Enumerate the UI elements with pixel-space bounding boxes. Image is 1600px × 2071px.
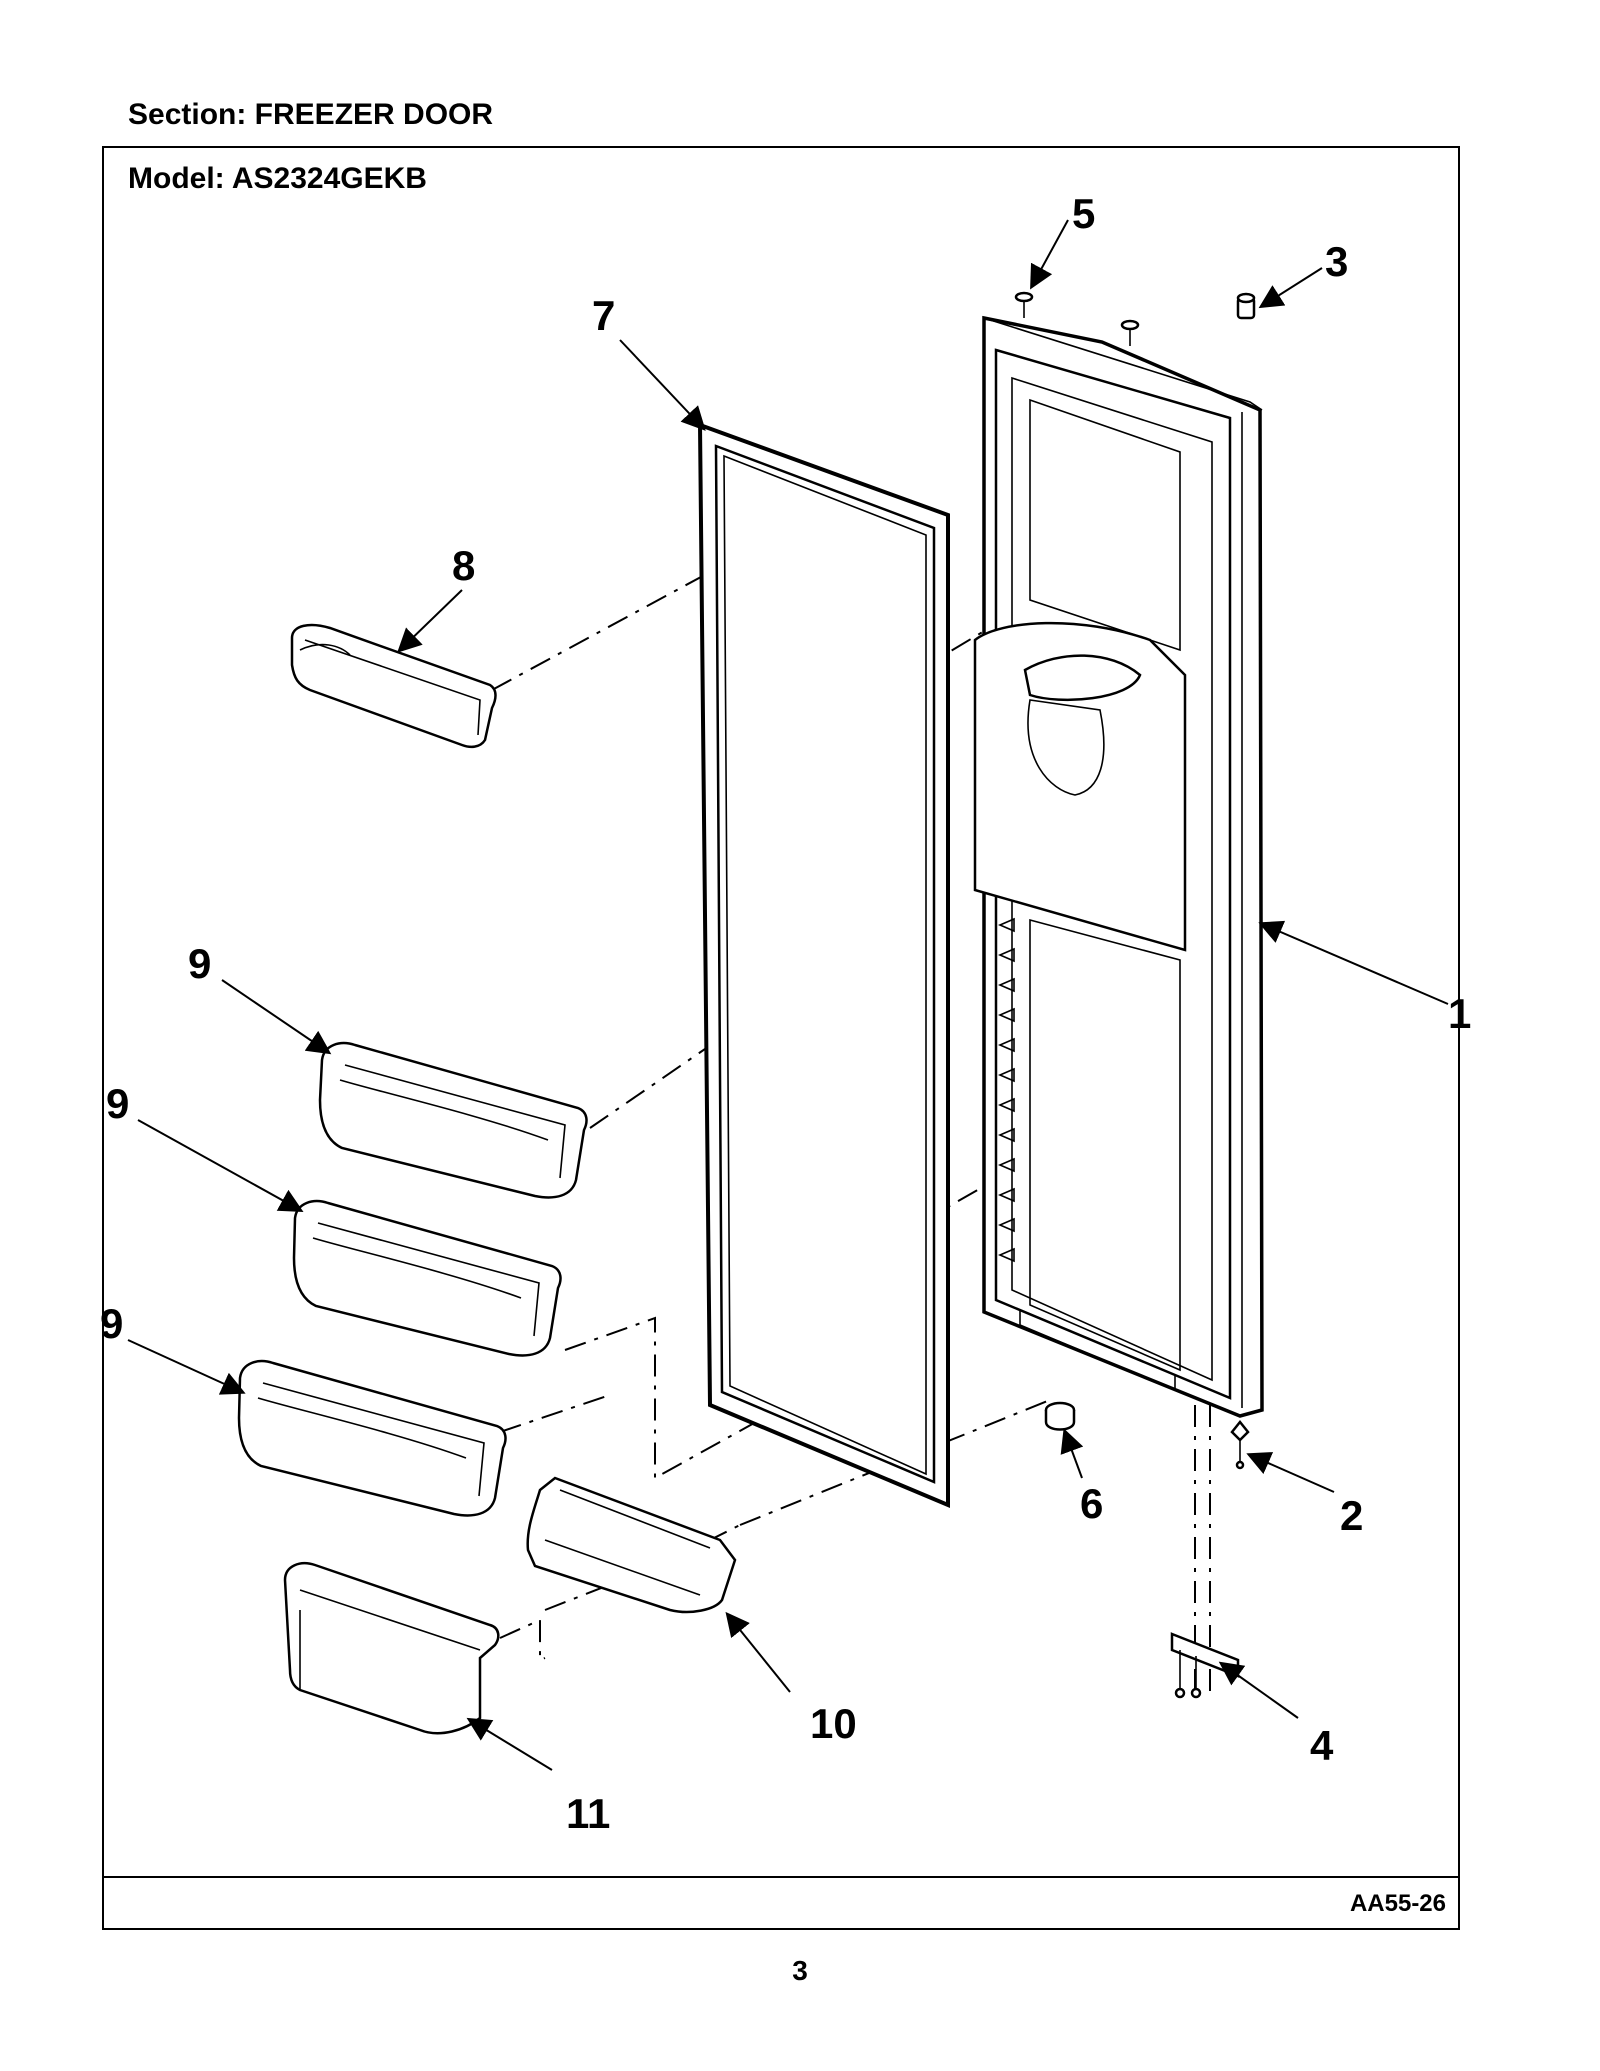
door-gasket: [697, 422, 950, 1509]
callout-4: 4: [1310, 1722, 1334, 1769]
door-bin-middle: [292, 1199, 562, 1357]
diagram-frame: Model: AS2324GEKB AA55-26: [102, 146, 1460, 1930]
callout-6: 6: [1080, 1480, 1103, 1527]
door-assembly: [973, 315, 1264, 1418]
model-title: Model: AS2324GEKB: [128, 162, 427, 195]
callout-5: 5: [1072, 190, 1095, 237]
drawing-code: AA55-26: [1349, 1890, 1446, 1917]
callout-11: 11: [566, 1790, 610, 1837]
page-number: 3: [792, 1955, 808, 1986]
callout-3: 3: [1325, 238, 1348, 285]
callout-9-upper: 9: [188, 940, 211, 987]
callout-leaders: [127, 219, 1449, 1771]
callout-9-middle: 9: [106, 1080, 129, 1127]
callout-7: 7: [592, 292, 615, 339]
door-bin-upper: [318, 1041, 588, 1199]
footer-divider: [104, 1876, 1458, 1878]
bottom-hinge-bracket: [1170, 1632, 1240, 1699]
callout-8: 8: [452, 542, 475, 589]
callout-1: 1: [1448, 990, 1471, 1037]
callout-10: 10: [810, 1700, 857, 1747]
bottom-hinge-pin: [1230, 1419, 1250, 1470]
hinge-screws: [1014, 291, 1140, 346]
callout-9-lower: 9: [100, 1300, 123, 1347]
section-title: Section: FREEZER DOOR: [128, 98, 494, 131]
callout-2: 2: [1340, 1492, 1363, 1539]
can-bin: [283, 1562, 500, 1735]
door-bin-lower: [237, 1359, 507, 1517]
dairy-bin: [290, 623, 497, 749]
hinge-bushing: [1236, 292, 1256, 320]
deep-door-bin: [526, 1476, 737, 1614]
door-stop: [1044, 1401, 1076, 1431]
